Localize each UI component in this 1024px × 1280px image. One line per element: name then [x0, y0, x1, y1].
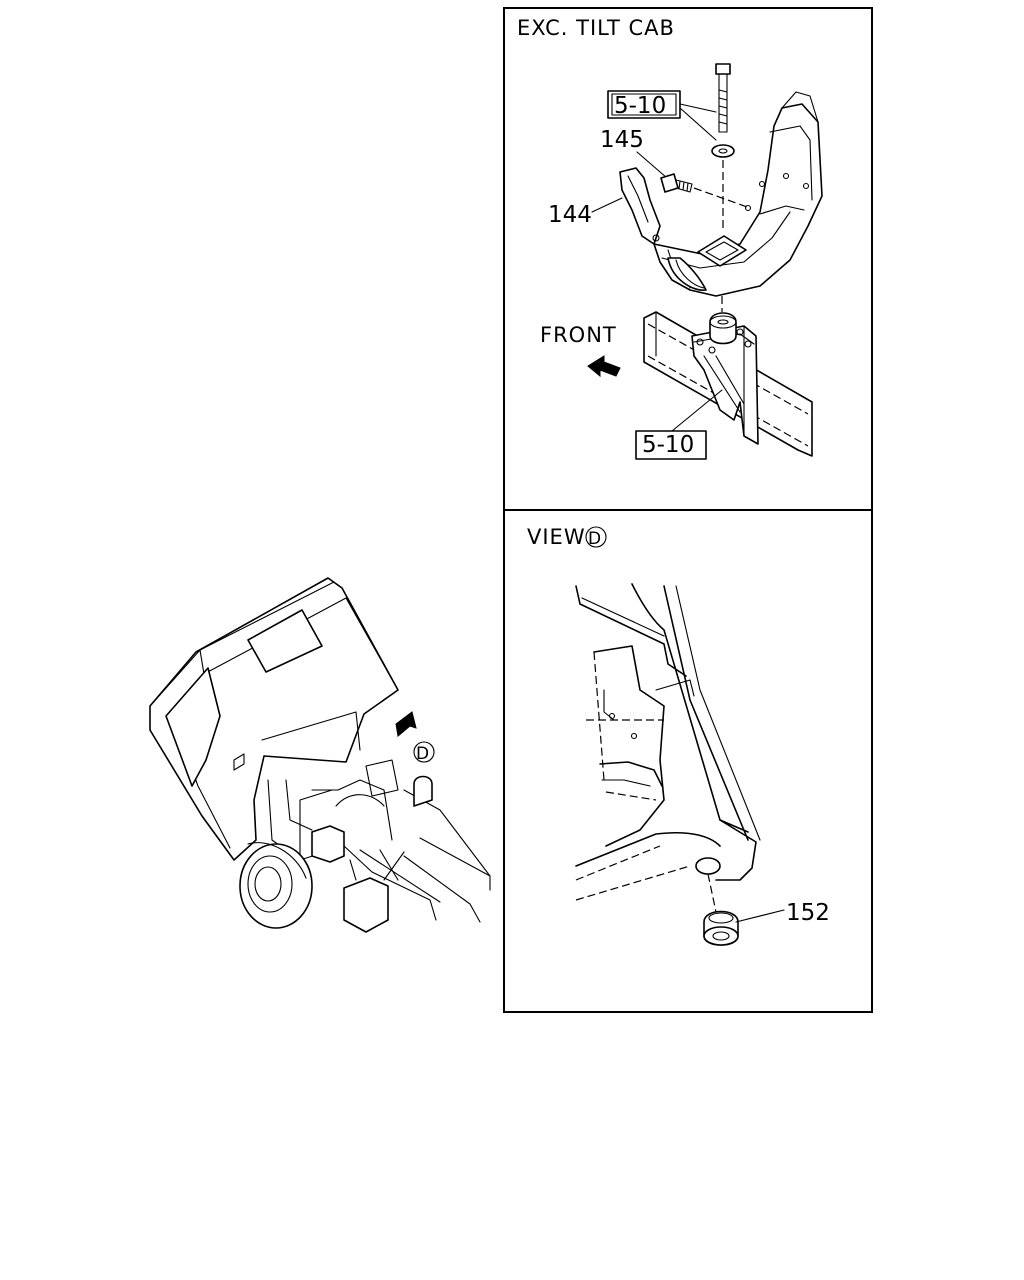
side-bolt-icon [660, 173, 693, 193]
cab-underside [575, 583, 761, 901]
bottom-panel: VIEW D [503, 509, 873, 1013]
battery-box [343, 877, 389, 933]
ref-box-5-10-top: 5-10 [607, 90, 717, 141]
leader-144 [591, 197, 623, 213]
exhaust-pipe [413, 775, 433, 807]
washer-icon [711, 144, 735, 158]
view-letter-circle: D [585, 526, 607, 549]
tilted-cab [149, 577, 399, 861]
front-label: FRONT [540, 323, 617, 347]
bolt-icon [715, 63, 731, 133]
top-panel-title: EXC. TILT CAB [517, 16, 675, 40]
engine-block [311, 825, 345, 863]
mount-bracket [619, 167, 661, 245]
truck-overview: D [149, 577, 491, 933]
ref-box-5-10-bottom: 5-10 [635, 389, 723, 460]
cab-roof-hatch [247, 609, 323, 673]
callout-152: 152 [786, 900, 830, 926]
front-wheel [239, 842, 313, 929]
chassis-frame-rail [643, 311, 813, 457]
leader-145 [636, 151, 668, 179]
cab-window [165, 667, 221, 787]
front-arrow-icon [587, 355, 621, 378]
cab-crossmember [653, 91, 823, 297]
view-d-arrow-icon [395, 711, 417, 737]
bottom-panel-frame [503, 509, 873, 1013]
view-d-marker-letter: D [416, 744, 430, 764]
ref-box-top-label: 5-10 [614, 93, 666, 119]
view-letter: D [588, 529, 602, 549]
callout-145: 145 [600, 127, 644, 153]
callout-144: 144 [548, 202, 592, 228]
view-d-marker: D [413, 741, 435, 764]
leader-152 [735, 909, 785, 923]
rubber-mount-152-icon [703, 873, 739, 946]
side-bolt-axis [693, 187, 751, 209]
view-title: VIEW [527, 525, 586, 549]
top-panel: EXC. TILT CAB 5-10 145 [503, 7, 873, 511]
ref-box-bottom-label: 5-10 [642, 432, 694, 458]
